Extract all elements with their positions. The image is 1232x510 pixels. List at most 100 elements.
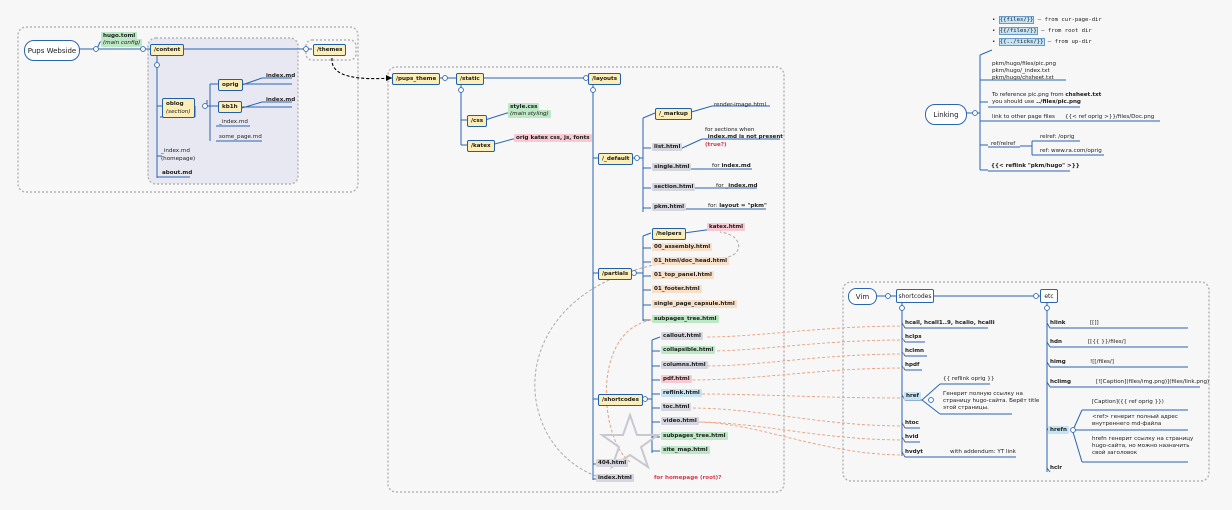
reflink-example: {{< reflink "pkm/hugo" >}} (991, 163, 1080, 169)
vim-hpdf[interactable]: hpdf (905, 362, 920, 368)
vim-himg[interactable]: himg (1050, 359, 1066, 365)
css-folder[interactable]: /css (467, 115, 488, 127)
content-folder[interactable]: /content (150, 44, 185, 56)
vim-hlink[interactable]: hlink (1050, 320, 1066, 326)
sections-note-2: _index.md is not present (705, 134, 783, 140)
fold-markers (93, 46, 1076, 433)
single-html-node[interactable]: single.html (652, 163, 692, 171)
top-panel-html-node[interactable]: 01_top_panel.html (652, 271, 714, 279)
404-html-node[interactable]: 404.html (596, 459, 629, 467)
linking-node[interactable]: Linking (925, 104, 967, 125)
other-page-label: link to other page files (992, 114, 1055, 120)
katex-folder[interactable]: /katex (467, 140, 495, 152)
ref-relref-label[interactable]: ref/relref (991, 141, 1016, 147)
himg-note: ![[/files/] (1090, 359, 1114, 365)
other-page-code: {{< ref oprig >}}/files/Doc.png (1065, 114, 1155, 120)
oblog-label: oblog (166, 101, 184, 107)
subpages-tree-partial-node[interactable]: subpages_tree.html (652, 315, 719, 323)
vim-node[interactable]: Vim (848, 288, 877, 305)
vim-hclps[interactable]: hclps (905, 334, 922, 340)
ref-note-2a: you should use (992, 99, 1035, 105)
hdn-note: [[{{ }}/files/] (1088, 339, 1126, 345)
shortcodes-node[interactable]: shortcodes (896, 289, 934, 303)
single-capsule-html-node[interactable]: single_page_capsule.html (652, 300, 737, 308)
render-image-html[interactable]: render-image.html (714, 102, 767, 108)
doc-head-html-node[interactable]: 01_html/doc_head.html (652, 257, 730, 265)
hrefn-note-2: <ref> генерит полный адрес (1092, 414, 1178, 420)
hrefn-note-4: hrefn генерит ссылку на страницу (1092, 436, 1194, 442)
pkm-html-node[interactable]: pkm.html (652, 203, 687, 211)
pups-webside-node[interactable]: Pups Webside (24, 40, 80, 61)
footer-html-node[interactable]: 01_footer.html (652, 285, 702, 293)
vim-hclimg[interactable]: hclimg (1050, 379, 1071, 385)
static-folder[interactable]: /static (456, 73, 484, 85)
themes-folder[interactable]: /themes (313, 44, 347, 56)
pkm-note: for: layout = "pkm" (708, 203, 767, 209)
shortcode-callout[interactable]: callout.html (661, 332, 703, 340)
shortcode-site-map[interactable]: site_map.html (661, 446, 710, 454)
vim-hclmn[interactable]: hclmn (905, 348, 925, 354)
shortcodes-folder[interactable]: /shortcodes (598, 394, 643, 406)
vim-htoc[interactable]: htoc (905, 420, 919, 426)
vim-to-shortcodes-links (689, 325, 906, 456)
vim-hvdyt[interactable]: hvdyt (905, 449, 923, 455)
pups-theme-folder[interactable]: /pups_theme (392, 73, 441, 85)
oblog-index-md[interactable]: _index.md (219, 119, 248, 125)
partials-folder[interactable]: /partials (598, 268, 633, 280)
vim-hcall[interactable]: hcall, hcall1..9, hcalio, hcalli (905, 320, 995, 326)
sections-note-3: (true?) (705, 142, 727, 148)
default-folder[interactable]: /_default (598, 153, 634, 165)
kb1h-folder[interactable]: kb1h (218, 101, 242, 113)
markup-folder[interactable]: /_markup (655, 108, 692, 120)
etc-node[interactable]: etc (1040, 289, 1058, 303)
hrefn-note-3: внутреннего md-файла (1092, 421, 1162, 427)
oprig-folder[interactable]: oprig (218, 79, 243, 91)
shortcode-toc[interactable]: toc.html (661, 403, 692, 411)
single-note: for index.md (712, 163, 751, 169)
vim-hrefn[interactable]: hrefn (1048, 426, 1069, 434)
index-to-helpers-link (534, 231, 740, 477)
vim-hvid[interactable]: hvid (905, 434, 919, 440)
path-chsheet-txt: pkm/hugo/chsheet.txt (992, 75, 1054, 81)
katex-html-node[interactable]: katex.html (707, 223, 746, 231)
section-html-node[interactable]: section.html (652, 183, 696, 191)
homepage-note: (homepage) (161, 156, 196, 162)
oblog-folder[interactable]: oblog (section) (162, 98, 195, 118)
some-page-md[interactable]: some_page.md (219, 134, 262, 140)
vim-label: Vim (855, 292, 870, 301)
index-html-node[interactable]: index.html (596, 474, 634, 482)
vim-href[interactable]: href (904, 392, 921, 400)
list-html-node[interactable]: list.html (652, 143, 683, 151)
kb1h-index-md[interactable]: index.md (266, 97, 296, 103)
linking-label: Linking (933, 110, 959, 119)
legend-desc-1: – from cur-page-dir (1034, 17, 1102, 23)
oprig-index-md[interactable]: index.md (266, 73, 296, 79)
style-css-node[interactable]: style.css (508, 103, 540, 111)
hugo-toml-node[interactable]: hugo.toml (101, 32, 138, 40)
hrefn-note-5: hugo-сайта, но можно назначить (1092, 443, 1190, 449)
content-index-md[interactable]: _index.md (161, 148, 190, 154)
shortcode-subpages-tree[interactable]: subpages_tree.html (661, 432, 728, 440)
shortcode-collapsible[interactable]: collapsible.html (661, 346, 716, 354)
shortcode-pdf[interactable]: pdf.html (661, 375, 692, 383)
katex-files-node[interactable]: orig katex css, js, fonts (514, 134, 592, 142)
main-config-note: (main config) (101, 39, 143, 47)
shortcode-reflink[interactable]: reflink.html (661, 389, 702, 397)
hlink-note: [[]] (1090, 320, 1099, 326)
layouts-folder[interactable]: /layouts (588, 73, 622, 85)
assembly-html-node[interactable]: 00_assembly.html (652, 243, 713, 251)
legend-row-2: • {{/files/}} – from root dir (992, 27, 1092, 35)
404-to-subpages-link (605, 319, 653, 463)
href-note-4: этой страницы. (943, 405, 989, 411)
about-md[interactable]: about.md (162, 170, 193, 176)
vim-hclr[interactable]: hclr (1050, 465, 1062, 471)
ref-note-2b: ../files/pic.png (1036, 99, 1081, 105)
shortcodes-label: shortcodes (898, 292, 932, 300)
shortcode-columns[interactable]: columns.html (661, 361, 708, 369)
helpers-folder[interactable]: /helpers (652, 228, 686, 240)
shortcode-video[interactable]: video.html (661, 417, 699, 425)
sections-note-1: for sections when (705, 127, 755, 133)
vim-hdn[interactable]: hdn (1050, 339, 1062, 345)
href-note-1: {{ reflink oprig }} (943, 376, 995, 382)
legend-desc-3: – from up-dir (1044, 39, 1092, 45)
